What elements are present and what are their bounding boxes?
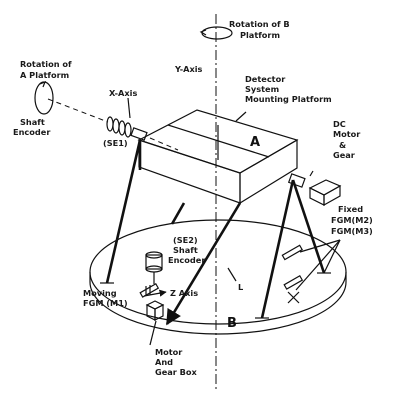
label-dc-motor-3: &: [339, 140, 346, 150]
moving-fgm-arm: [165, 202, 242, 326]
l-leader: [227, 267, 237, 282]
moving-fgm-m1: [139, 282, 160, 298]
label-detector-3: Mounting Platform: [245, 94, 332, 104]
platform-a-box: [137, 109, 299, 205]
motor-gear-leader: [149, 320, 157, 346]
label-motor-gear-1: Motor: [155, 347, 183, 357]
label-l: L: [238, 282, 243, 292]
label-se2-3: Encoder: [168, 255, 206, 265]
label-dc-motor-1: DC: [333, 119, 346, 129]
label-moving-fgm-2: FGM (M1): [83, 298, 128, 308]
fixed-fgm-m2: [281, 244, 303, 261]
z-axis-arrow: [143, 289, 167, 297]
label-fixed-fgm-1: Fixed: [338, 204, 363, 214]
label-platform-a: A: [250, 135, 260, 150]
label-shaft-encoder-2: Encoder: [13, 127, 51, 137]
label-rotation-b-2: Platform: [240, 30, 280, 40]
label-detector-2: System: [245, 84, 279, 94]
label-motor-gear-3: Gear Box: [155, 367, 198, 377]
label-rotation-a-1: Rotation of: [20, 59, 72, 69]
label-detector-1: Detector: [245, 74, 286, 84]
label-z-axis: Z Axis: [170, 288, 198, 298]
shaft-encoder-se1: [106, 116, 148, 141]
label-se1: (SE1): [103, 138, 128, 148]
label-shaft-encoder-1: Shaft: [20, 117, 45, 127]
label-se2-2: Shaft: [173, 245, 198, 255]
fixed-fgm-leaders: [295, 239, 341, 291]
label-fixed-fgm-2: FGM(M2): [331, 215, 373, 225]
label-dc-motor-4: Gear: [333, 150, 356, 160]
motor-gear-box: [145, 300, 165, 321]
label-x-axis: X-Axis: [109, 88, 137, 98]
fixed-fgm-m3: [283, 274, 304, 304]
label-dc-motor-2: Motor: [333, 129, 361, 139]
support-legs: [100, 139, 331, 319]
label-leaders: [127, 97, 314, 177]
label-fixed-fgm-3: FGM(M3): [331, 226, 373, 236]
label-rotation-b-1: Rotation of B: [229, 19, 290, 29]
platform-b-disk: [89, 219, 347, 335]
label-motor-gear-2: And: [155, 357, 173, 367]
label-rotation-a-2: A Platform: [20, 70, 69, 80]
label-se2-1: (SE2): [173, 235, 198, 245]
x-axis-line: [47, 98, 109, 123]
rotation-b-arrow: [199, 26, 233, 40]
label-y-axis: Y-Axis: [174, 64, 203, 74]
rotation-a-arrow: [34, 80, 54, 115]
label-platform-b: B: [227, 316, 237, 331]
shaft-encoder-se2: [145, 251, 163, 284]
label-moving-fgm-1: Moving: [83, 288, 117, 298]
